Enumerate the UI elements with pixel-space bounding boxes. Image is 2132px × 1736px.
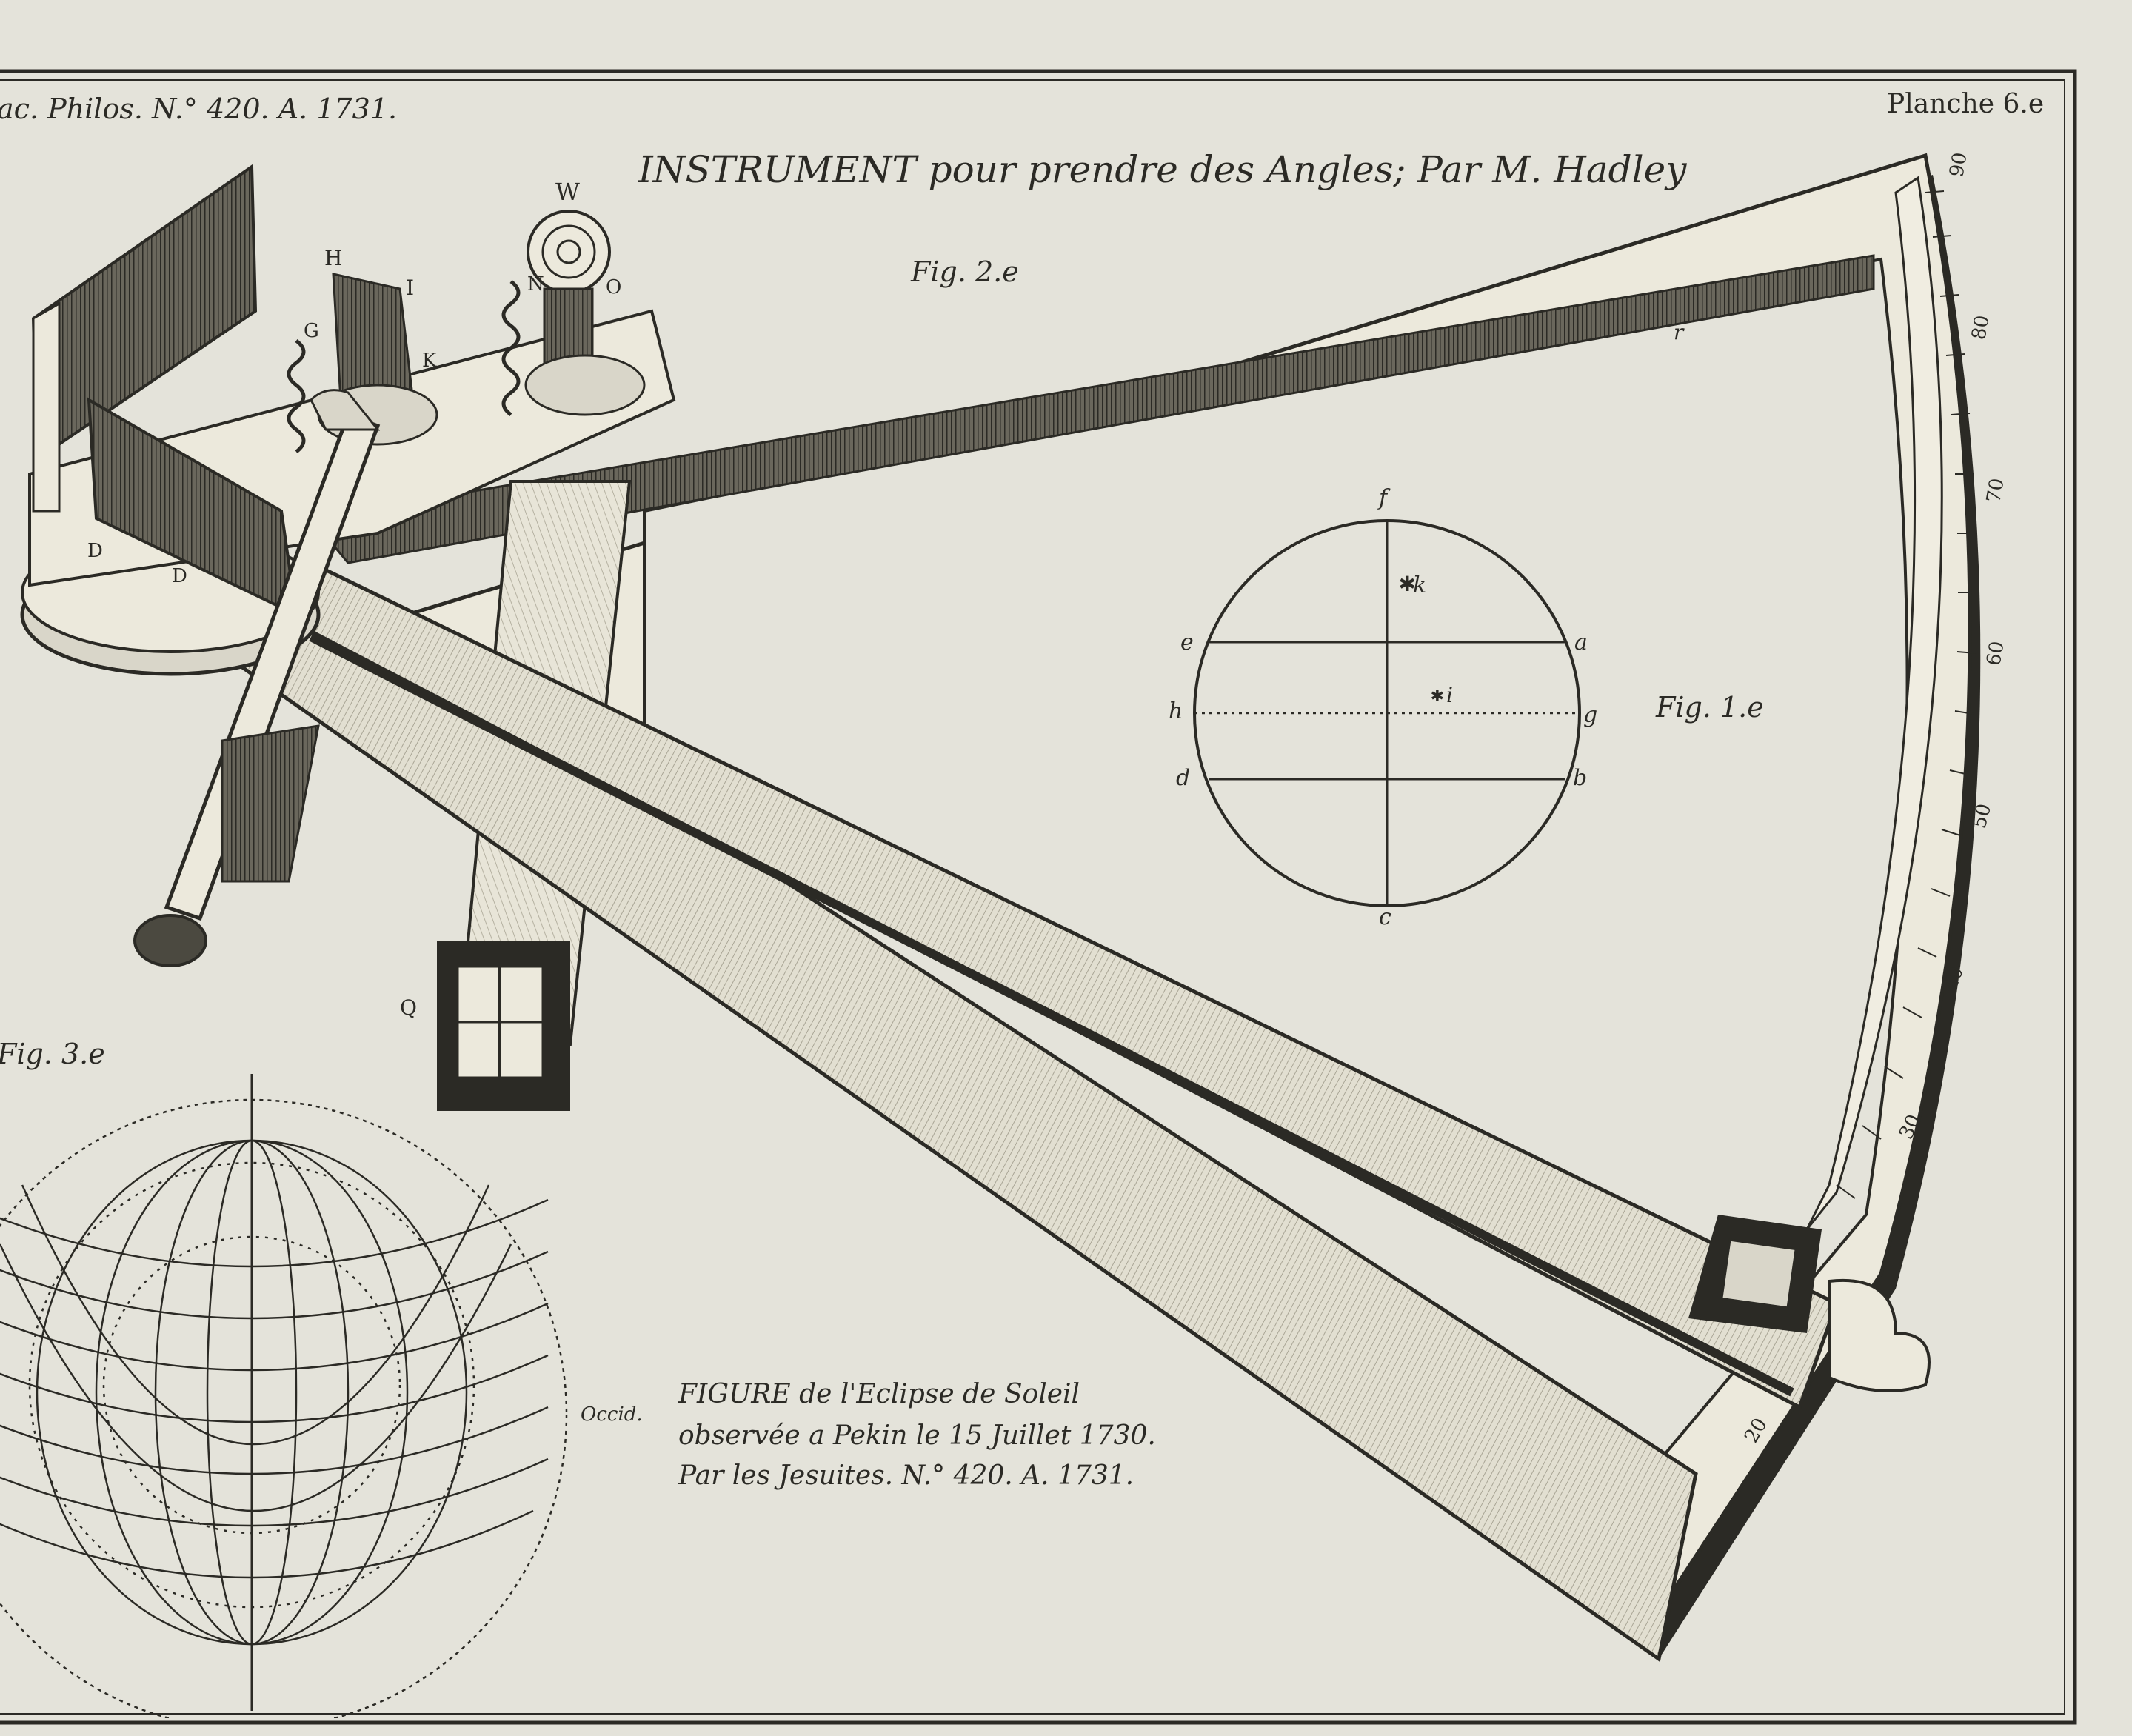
letter-W: W: [555, 178, 580, 206]
fig1-point-c: c: [1379, 904, 1391, 930]
fig2-label: Fig. 2.e: [910, 256, 1019, 288]
caption-line-1: FIGURE de l'Eclipse de Soleil: [678, 1379, 1080, 1409]
scale-label-60: 60: [1982, 639, 2008, 667]
shade-frame-Q: [437, 941, 570, 1111]
letter-N: N: [527, 273, 544, 296]
adjusting-screw-left: [287, 339, 306, 453]
fig1-circle-diagram: f k ✱ e a h i ✱ g d b c Fig. 1.e: [1169, 485, 1764, 930]
fig1-point-e: e: [1180, 630, 1194, 655]
letter-H: H: [324, 246, 342, 270]
letter-Q: Q: [400, 995, 417, 1020]
sight-vane-W: [524, 210, 646, 416]
journal-reference: ac. Philos. N.° 420. A. 1731.: [0, 93, 397, 125]
star-k: ✱: [1399, 572, 1416, 596]
index-arm-edge: [309, 632, 1794, 1397]
fig3-eclipse-projection: [0, 1074, 568, 1718]
fig1-point-g: g: [1583, 702, 1597, 728]
letter-I: I: [406, 276, 414, 300]
fore-horizon-glass: [31, 164, 298, 618]
letter-O: O: [606, 276, 621, 298]
letter-K: K: [422, 350, 437, 372]
letter-G: G: [304, 320, 319, 342]
scale-label-70: 70: [1982, 476, 2008, 504]
adjusting-screw-right: [501, 280, 521, 416]
vernier-box: [1688, 1215, 1931, 1392]
caption-line-3: Par les Jesuites. N.° 420. A. 1731.: [678, 1460, 1134, 1491]
scale-label-90: 90: [1945, 150, 1971, 178]
fig1-point-h: h: [1169, 698, 1183, 724]
fig1-label: Fig. 1.e: [1655, 691, 1764, 724]
fig1-point-b: b: [1573, 765, 1587, 791]
plate-border: [0, 69, 2077, 1725]
scale-label-80: 80: [1968, 313, 1994, 341]
plate-title: INSTRUMENT pour prendre des Angles; Par …: [638, 148, 1687, 191]
fig1-point-k: k: [1413, 572, 1426, 598]
fig1-point-i: i: [1446, 683, 1453, 707]
letter-D-1: D: [87, 540, 103, 562]
fig1-point-a: a: [1574, 630, 1588, 655]
scale-ticks: [1836, 190, 1976, 1199]
telescope: [133, 389, 381, 967]
fig3-label: Fig. 3.e: [0, 1038, 105, 1070]
star-i: ✱: [1431, 687, 1444, 706]
letter-r: r: [1674, 320, 1685, 344]
letter-D-2: D: [172, 565, 187, 587]
fig1-point-d: d: [1176, 765, 1190, 791]
upper-bar: [309, 254, 1875, 564]
plate-number: Planche 6.e: [1887, 89, 2044, 119]
octant-drawing: 90 80 70 60 50 40 30 20 Fig. 2.e W H I N…: [20, 150, 2009, 1663]
fig3-side-label: Occid.: [581, 1403, 643, 1426]
caption-line-2: observée a Pekin le 15 Juillet 1730.: [678, 1420, 1156, 1451]
